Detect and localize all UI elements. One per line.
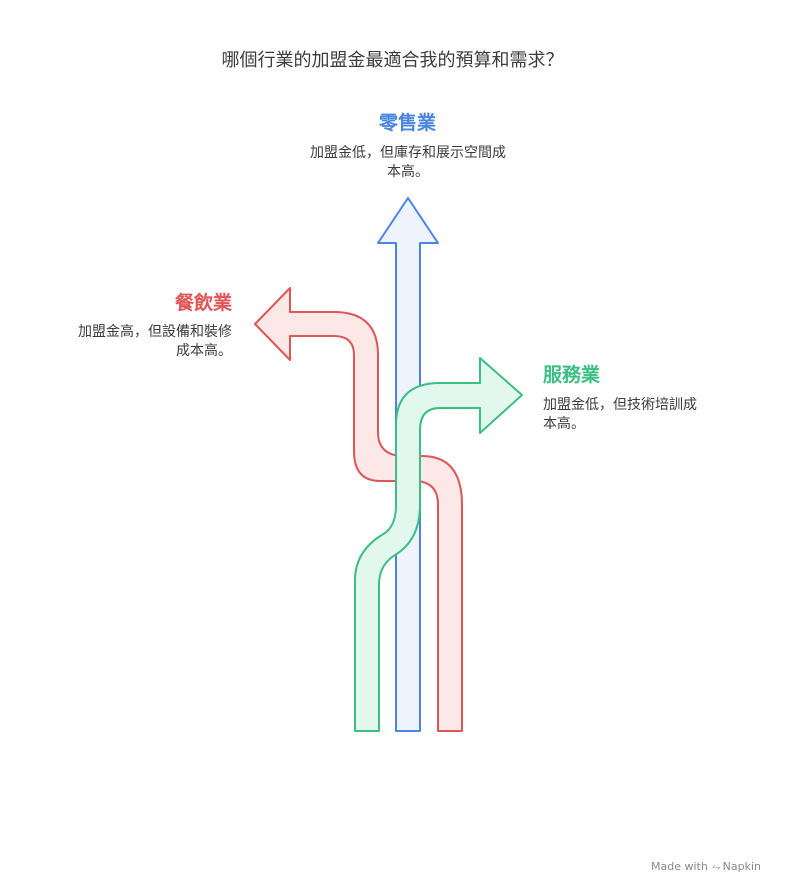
food-desc-line2: 成本高。 xyxy=(176,343,232,359)
service-desc-line1: 加盟金低，但技術培訓成 xyxy=(543,397,697,413)
service-description: 加盟金低，但技術培訓成 本高。 xyxy=(543,396,728,434)
food-desc-line1: 加盟金高，但設備和裝修 xyxy=(78,324,232,340)
food-description: 加盟金高，但設備和裝修 成本高。 xyxy=(42,323,232,361)
diagram-title: 哪個行業的加盟金最適合我的預算和需求？ xyxy=(221,50,564,71)
retail-description: 加盟金低，但庫存和展示空間成 本高。 xyxy=(298,144,518,182)
service-desc-line2: 本高。 xyxy=(543,416,585,432)
food-title: 餐飲業 xyxy=(174,292,232,314)
napkin-logo-icon: ⥊ xyxy=(711,860,721,873)
food-arrow xyxy=(254,287,463,732)
service-arrow xyxy=(354,357,523,732)
service-title: 服務業 xyxy=(543,364,601,386)
retail-desc-line1: 加盟金低，但庫存和展示空間成 xyxy=(310,145,506,161)
retail-desc-line2: 本高。 xyxy=(387,164,429,180)
footer-credit: Made with⥊Napkin xyxy=(651,860,761,874)
brand-label: Napkin xyxy=(722,860,761,873)
retail-title: 零售業 xyxy=(378,112,436,134)
made-with-label: Made with xyxy=(651,860,708,873)
